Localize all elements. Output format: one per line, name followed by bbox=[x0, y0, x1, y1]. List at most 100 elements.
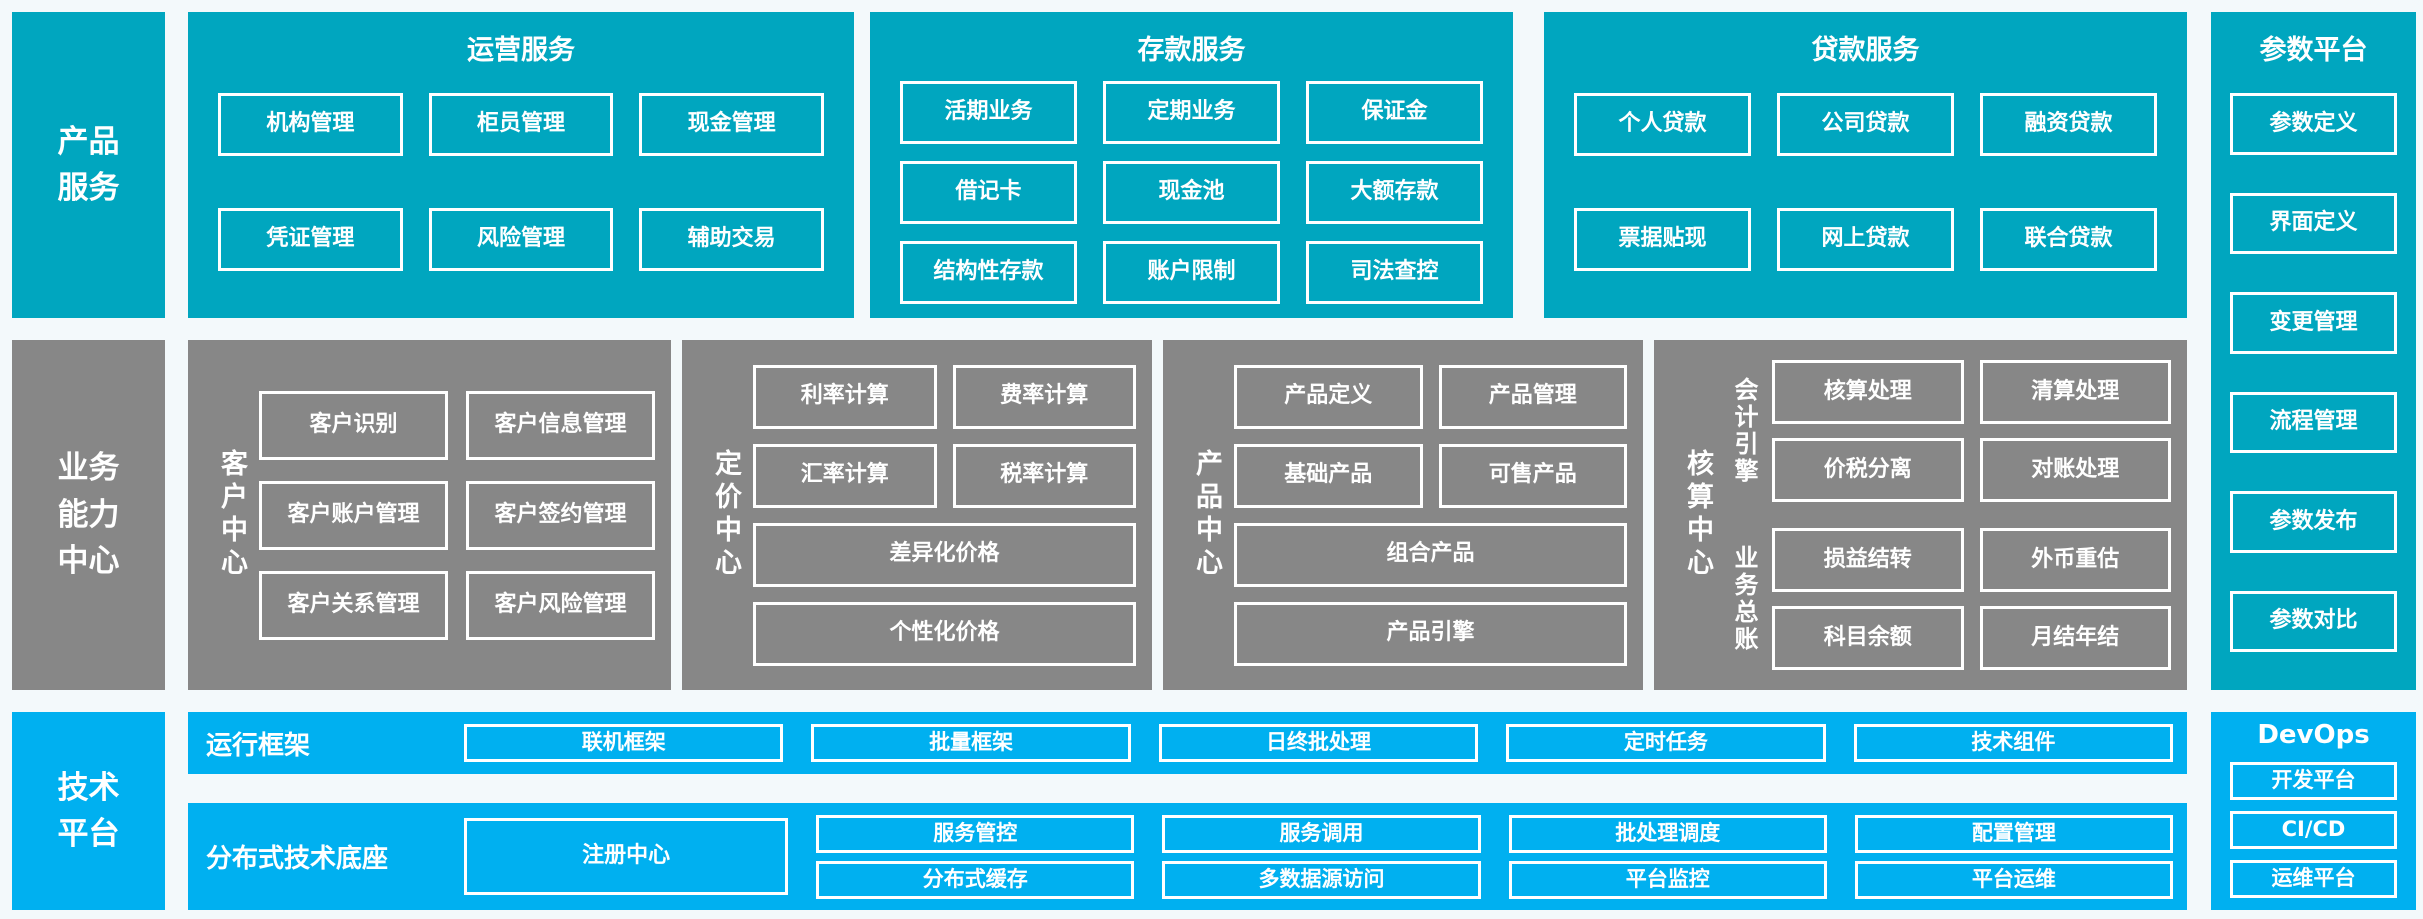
module-box: 可售产品 bbox=[1438, 443, 1627, 508]
module-box: 凭证管理 bbox=[218, 208, 403, 271]
subgroup-label: 业务总账 bbox=[1730, 545, 1758, 653]
module-box: 价税分离 bbox=[1772, 438, 1964, 502]
module-box: 辅助交易 bbox=[639, 208, 824, 271]
module-box: 运维平台 bbox=[2230, 860, 2397, 898]
module-box: 客户关系管理 bbox=[259, 570, 448, 640]
module-box: 大额存款 bbox=[1306, 161, 1483, 224]
module-box: 个性化价格 bbox=[753, 601, 1136, 666]
module-box: 借记卡 bbox=[900, 161, 1077, 224]
group-loan-services: 贷款服务 个人贷款 公司贷款 融资贷款 票据贴现 网上贷款 联合贷款 bbox=[1544, 12, 2187, 318]
module-box: 联机框架 bbox=[464, 724, 784, 762]
module-box: 客户信息管理 bbox=[466, 390, 655, 460]
subgroup-business-ledger: 业务总账 损益结转 外币重估 科目余额 月结年结 bbox=[1725, 528, 2171, 670]
module-box: 批量框架 bbox=[811, 724, 1131, 762]
accounting-subgroups: 会计引擎 核算处理 清算处理 价税分离 对账处理 业务总账 损益结转 外币重估 … bbox=[1725, 360, 2171, 670]
center-label: 核算中心 bbox=[1682, 449, 1713, 581]
module-box: 对账处理 bbox=[1979, 438, 2171, 502]
group-operation-services: 运营服务 机构管理 柜员管理 现金管理 凭证管理 风险管理 辅助交易 bbox=[188, 12, 854, 318]
module-box: 平台运维 bbox=[1854, 860, 2174, 899]
center-label: 产品中心 bbox=[1191, 449, 1222, 581]
module-grid: 客户识别 客户信息管理 客户账户管理 客户签约管理 客户关系管理 客户风险管理 bbox=[259, 390, 655, 640]
module-box: 活期业务 bbox=[900, 81, 1077, 144]
module-box: 机构管理 bbox=[218, 93, 403, 156]
bar-label: 运行框架 bbox=[206, 730, 311, 761]
module-box: 产品管理 bbox=[1438, 364, 1627, 429]
sidebar-technology-platform: 技术平台 bbox=[12, 712, 165, 910]
group-title: 存款服务 bbox=[1137, 35, 1246, 66]
module-box: 变更管理 bbox=[2230, 292, 2397, 354]
module-box: 核算处理 bbox=[1772, 360, 1964, 424]
module-box: 科目余额 bbox=[1772, 606, 1964, 670]
module-box: 融资贷款 bbox=[1980, 93, 2157, 156]
module-box: 利率计算 bbox=[753, 364, 937, 429]
module-box: 开发平台 bbox=[2230, 762, 2397, 800]
module-box: 汇率计算 bbox=[753, 443, 937, 508]
module-box: 配置管理 bbox=[1854, 814, 2174, 853]
subgroup-label: 会计引擎 bbox=[1730, 377, 1758, 485]
panel-parameter-platform: 参数平台 参数定义 界面定义 变更管理 流程管理 参数发布 参数对比 bbox=[2211, 12, 2416, 690]
module-grid: 核算处理 清算处理 价税分离 对账处理 bbox=[1772, 360, 2171, 502]
sidebar-product-services-label: 产品服务 bbox=[57, 123, 120, 207]
center-label: 客户中心 bbox=[216, 449, 247, 581]
module-box: 平台监控 bbox=[1508, 860, 1827, 899]
center-pricing: 定价中心 利率计算 费率计算 汇率计算 税率计算 差异化价格 个性化价格 bbox=[682, 340, 1152, 690]
module-box: 参数定义 bbox=[2230, 93, 2397, 155]
module-box: 客户识别 bbox=[259, 390, 448, 460]
module-box: 差异化价格 bbox=[753, 522, 1136, 587]
module-box: 司法查控 bbox=[1306, 241, 1483, 304]
module-pair: 服务调用 多数据源访问 bbox=[1162, 814, 1481, 899]
module-box: 票据贴现 bbox=[1574, 208, 1751, 271]
module-box: 注册中心 bbox=[464, 818, 789, 895]
bar-distributed-base: 分布式技术底座 注册中心 服务管控 分布式缓存 服务调用 多数据源访问 批处理调… bbox=[188, 803, 2187, 910]
group-title: 运营服务 bbox=[467, 35, 575, 66]
module-box: 参数对比 bbox=[2230, 590, 2397, 652]
module-box: 风险管理 bbox=[428, 208, 614, 271]
module-box: 界面定义 bbox=[2230, 192, 2397, 254]
group-deposit-services: 存款服务 活期业务 定期业务 保证金 借记卡 现金池 大额存款 结构性存款 账户… bbox=[870, 12, 1513, 318]
sidebar-business-capability-center: 业务能力中心 bbox=[12, 340, 165, 690]
module-pair: 批处理调度 平台监控 bbox=[1508, 814, 1827, 899]
module-box: 联合贷款 bbox=[1980, 208, 2157, 271]
module-box: 服务管控 bbox=[816, 814, 1135, 853]
module-box: 分布式缓存 bbox=[816, 860, 1135, 899]
module-box: CI/CD bbox=[2230, 811, 2397, 849]
sidebar-tech-label: 技术平台 bbox=[57, 769, 120, 853]
module-box: 服务调用 bbox=[1162, 814, 1481, 853]
module-box: 产品定义 bbox=[1234, 364, 1423, 429]
module-box: 产品引擎 bbox=[1234, 601, 1627, 666]
bar-label: 分布式技术底座 bbox=[206, 844, 389, 874]
panel-devops: DevOps 开发平台 CI/CD 运维平台 bbox=[2211, 712, 2416, 910]
center-accounting: 核算中心 会计引擎 核算处理 清算处理 价税分离 对账处理 业务总账 损益结转 … bbox=[1654, 340, 2187, 690]
module-box: 客户风险管理 bbox=[466, 570, 655, 640]
panel-title: 参数平台 bbox=[2259, 35, 2368, 66]
module-grid: 活期业务 定期业务 保证金 借记卡 现金池 大额存款 结构性存款 账户限制 司法… bbox=[900, 81, 1483, 304]
module-grid: 注册中心 服务管控 分布式缓存 服务调用 多数据源访问 批处理调度 平台监控 配… bbox=[464, 814, 2174, 899]
module-box: 技术组件 bbox=[1853, 724, 2174, 762]
module-box: 定期业务 bbox=[1103, 81, 1280, 144]
module-box: 清算处理 bbox=[1979, 360, 2171, 424]
module-pair: 配置管理 平台运维 bbox=[1854, 814, 2174, 899]
module-box: 多数据源访问 bbox=[1162, 860, 1481, 899]
module-box: 外币重估 bbox=[1979, 528, 2171, 592]
bar-runtime-framework: 运行框架 联机框架 批量框架 日终批处理 定时任务 技术组件 bbox=[188, 712, 2187, 774]
module-grid: 损益结转 外币重估 科目余额 月结年结 bbox=[1772, 528, 2171, 670]
center-customer: 客户中心 客户识别 客户信息管理 客户账户管理 客户签约管理 客户关系管理 客户… bbox=[188, 340, 671, 690]
module-box: 个人贷款 bbox=[1574, 93, 1751, 156]
sidebar-product-services: 产品服务 bbox=[12, 12, 165, 318]
module-box: 费率计算 bbox=[952, 364, 1136, 429]
center-product: 产品中心 产品定义 产品管理 基础产品 可售产品 组合产品 产品引擎 bbox=[1163, 340, 1643, 690]
module-box: 公司贷款 bbox=[1777, 93, 1954, 156]
module-box: 账户限制 bbox=[1103, 241, 1280, 304]
module-box: 定时任务 bbox=[1506, 724, 1826, 762]
module-box: 客户签约管理 bbox=[466, 480, 655, 550]
module-box: 参数发布 bbox=[2230, 491, 2397, 553]
module-box: 批处理调度 bbox=[1508, 814, 1827, 853]
module-box: 柜员管理 bbox=[428, 93, 614, 156]
module-box: 现金池 bbox=[1103, 161, 1280, 224]
module-box: 保证金 bbox=[1306, 81, 1483, 144]
module-box: 网上贷款 bbox=[1777, 208, 1954, 271]
module-box: 流程管理 bbox=[2230, 391, 2397, 453]
module-box: 损益结转 bbox=[1772, 528, 1964, 592]
module-grid: 利率计算 费率计算 汇率计算 税率计算 差异化价格 个性化价格 bbox=[753, 364, 1136, 666]
